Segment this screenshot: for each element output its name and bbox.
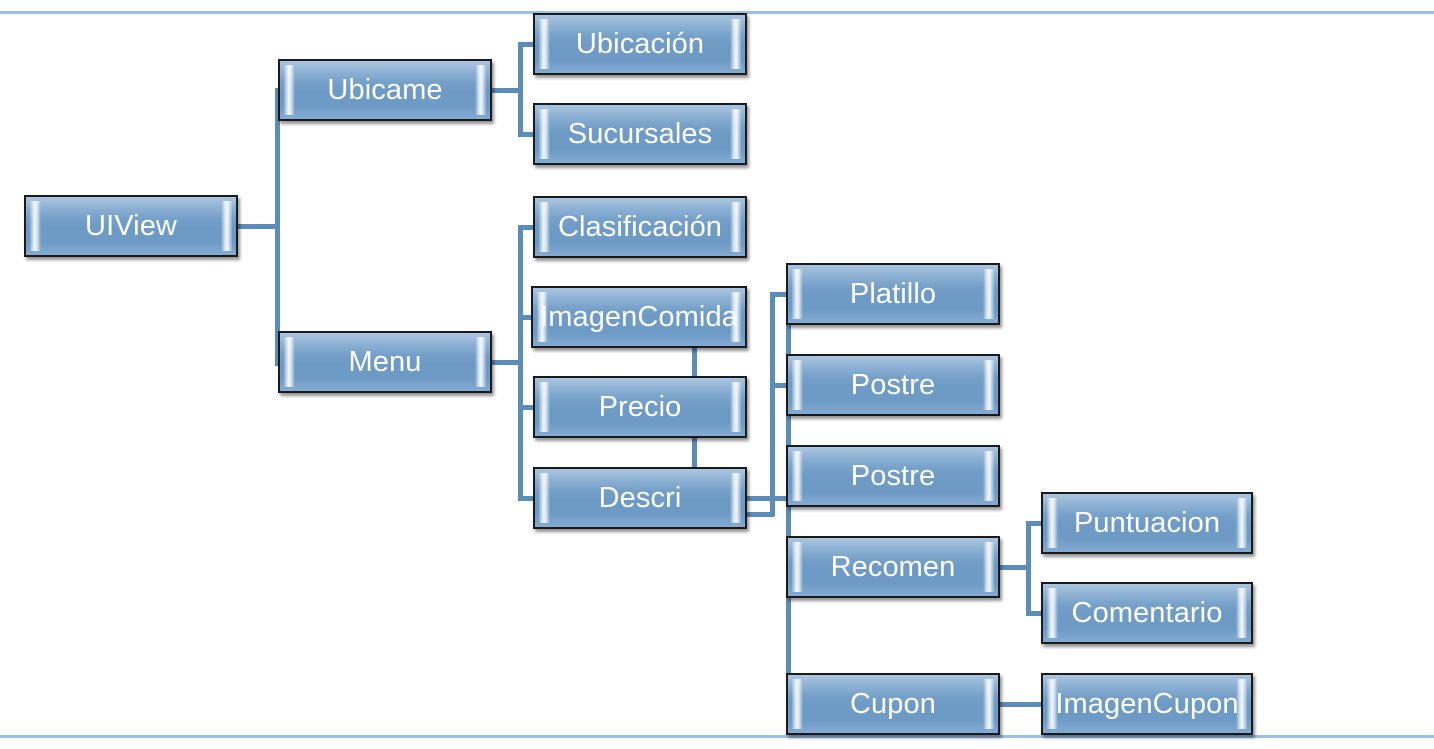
node-label: Precio xyxy=(598,390,682,423)
bevel-right-icon xyxy=(1236,498,1247,548)
node-label: Comentario xyxy=(1071,596,1223,629)
connector-menu-trunk xyxy=(518,225,523,497)
page-rule-bottom xyxy=(0,735,1434,738)
node-cupon[interactable]: Cupon xyxy=(786,673,1000,735)
bevel-right-icon xyxy=(983,542,994,592)
bevel-left-icon xyxy=(792,679,803,729)
connector-menu-descri xyxy=(518,496,538,501)
node-ubicacion[interactable]: Ubicación xyxy=(533,13,747,75)
node-recomen[interactable]: Recomen xyxy=(786,536,1000,598)
bevel-right-icon xyxy=(475,65,486,115)
connector-recomen-stub xyxy=(1000,565,1030,570)
node-sucursales[interactable]: Sucursales xyxy=(533,103,747,165)
node-uiview[interactable]: UIView xyxy=(24,195,238,257)
bevel-left-icon xyxy=(539,109,550,159)
page-rule-top xyxy=(0,11,1434,14)
node-label: Platillo xyxy=(849,277,937,310)
connector-imagencomida-branch xyxy=(770,292,775,516)
bevel-right-icon xyxy=(730,109,741,159)
bevel-right-icon xyxy=(730,473,741,523)
bevel-right-icon xyxy=(730,382,741,432)
connector-menu-clasificacion xyxy=(518,225,538,230)
connector-ubicame-sucursales xyxy=(518,132,538,137)
connector-menu-stub xyxy=(492,360,522,365)
node-label: ImagenComida xyxy=(540,300,738,333)
bevel-right-icon xyxy=(475,337,486,387)
bevel-left-icon xyxy=(792,360,803,410)
bevel-left-icon xyxy=(539,473,550,523)
node-label: Puntuacion xyxy=(1073,506,1221,539)
node-puntuacion[interactable]: Puntuacion xyxy=(1041,492,1253,554)
node-imagencupon[interactable]: ImagenCupon xyxy=(1041,673,1253,735)
connector-menu-imagencomida xyxy=(518,315,538,320)
bevel-left-icon xyxy=(284,337,295,387)
connector-cupon-imagencupon xyxy=(1000,702,1048,707)
connector-menu-precio xyxy=(518,405,538,410)
bevel-left-icon xyxy=(792,269,803,319)
node-label: Recomen xyxy=(830,550,956,583)
bevel-left-icon xyxy=(539,382,550,432)
node-imagencomida[interactable]: ImagenComida xyxy=(531,286,747,348)
node-label: Ubicación xyxy=(575,27,705,60)
node-menu[interactable]: Menu xyxy=(278,331,492,393)
connector-recomen-comentario xyxy=(1026,611,1048,616)
node-label: Sucursales xyxy=(567,117,713,150)
connector-ubicame-trunk xyxy=(518,42,523,134)
bevel-right-icon xyxy=(983,451,994,501)
bevel-right-icon xyxy=(983,360,994,410)
node-descri[interactable]: Descri xyxy=(533,467,747,529)
node-platillo[interactable]: Platillo xyxy=(786,263,1000,325)
connector-ubicame-ubicacion xyxy=(518,42,538,47)
node-postre-2[interactable]: Postre xyxy=(786,445,1000,507)
connector-ubicame-stub xyxy=(492,88,522,93)
bevel-right-icon xyxy=(983,679,994,729)
connector-recomen-puntuacion xyxy=(1026,521,1048,526)
node-label: Postre xyxy=(850,459,936,492)
connector-uiview-trunk xyxy=(275,88,280,366)
node-label: Postre xyxy=(850,368,936,401)
bevel-right-icon xyxy=(730,19,741,69)
node-label: Ubicame xyxy=(327,73,443,106)
node-label: UIView xyxy=(85,209,177,242)
bevel-left-icon xyxy=(792,451,803,501)
node-label: Clasificación xyxy=(557,210,723,243)
bevel-left-icon xyxy=(792,542,803,592)
node-clasificacion[interactable]: Clasificación xyxy=(533,196,747,258)
node-postre-1[interactable]: Postre xyxy=(786,354,1000,416)
bevel-right-icon xyxy=(983,269,994,319)
connector-imagencomida-platillo xyxy=(770,292,792,297)
node-label: Descri xyxy=(598,481,682,514)
bevel-left-icon xyxy=(30,201,41,251)
bevel-right-icon xyxy=(1236,588,1247,638)
bevel-left-icon xyxy=(539,19,550,69)
bevel-left-icon xyxy=(539,202,550,252)
bevel-left-icon xyxy=(1047,498,1058,548)
connector-imagencomida-postre1 xyxy=(770,383,792,388)
node-precio[interactable]: Precio xyxy=(533,376,747,438)
node-label: Cupon xyxy=(850,687,936,720)
bevel-left-icon xyxy=(284,65,295,115)
connector-descri-stub xyxy=(747,496,790,501)
node-label: ImagenCupon xyxy=(1055,687,1239,720)
connector-uiview-stub xyxy=(238,224,280,229)
node-ubicame[interactable]: Ubicame xyxy=(278,59,492,121)
connector-recomen-trunk xyxy=(1026,521,1031,613)
node-label: Menu xyxy=(348,345,422,378)
node-comentario[interactable]: Comentario xyxy=(1041,582,1253,644)
bevel-right-icon xyxy=(730,202,741,252)
bevel-left-icon xyxy=(1047,588,1058,638)
bevel-right-icon xyxy=(221,201,232,251)
